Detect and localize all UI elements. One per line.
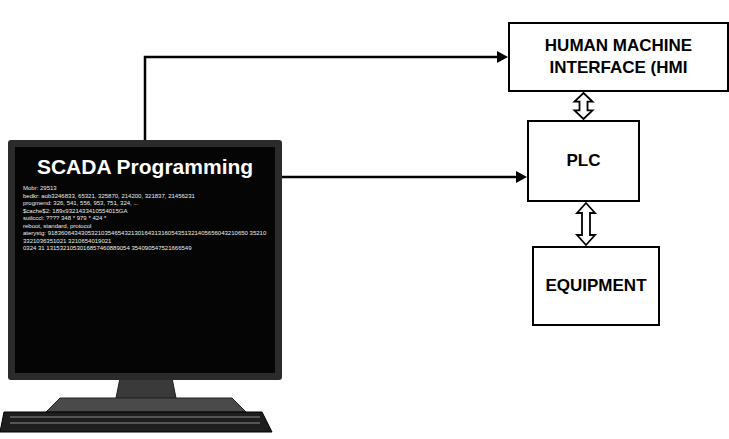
monitor-base bbox=[46, 398, 246, 412]
screen-code-line: 0324 31 1315321053016857460889054 354090… bbox=[23, 245, 267, 253]
screen-code-line: bedkr: aob3246833, 65321, 325870, 214200… bbox=[23, 193, 267, 201]
keyboard-keys bbox=[10, 422, 260, 424]
hmi-box: HUMAN MACHINE INTERFACE (HMI bbox=[508, 22, 729, 92]
connector bbox=[282, 171, 527, 183]
screen-code-line: Mobr: 29513 bbox=[23, 185, 267, 193]
keyboard bbox=[0, 412, 272, 432]
connector bbox=[575, 93, 593, 119]
arrowhead bbox=[497, 51, 508, 63]
connector-line bbox=[282, 176, 518, 179]
monitor-neck bbox=[116, 378, 176, 398]
arrowhead bbox=[516, 171, 527, 183]
keyboard-keys bbox=[10, 416, 260, 418]
screen-code-line: reboot, standard, protocol bbox=[23, 223, 267, 231]
screen-title: SCADA Programming bbox=[23, 155, 267, 179]
connector bbox=[577, 203, 595, 245]
double-block-arrow bbox=[575, 93, 593, 119]
screen-code-line: $cache$2: 189x9321433410554015GA bbox=[23, 208, 267, 216]
box-label: HUMAN MACHINE INTERFACE (HMI bbox=[518, 35, 719, 79]
screen-code-line: progmend: 326, 541, 556, 953, 751, 324, … bbox=[23, 200, 267, 208]
box-label: PLC bbox=[567, 150, 601, 172]
screen-code-line: aterystg: 918360643430532103546543213016… bbox=[23, 230, 267, 245]
connector bbox=[145, 51, 508, 140]
computer-monitor: SCADA ProgrammingMobr: 29513bedkr: aob32… bbox=[8, 140, 282, 380]
plc-box: PLC bbox=[527, 120, 640, 202]
connector-line bbox=[145, 57, 499, 140]
equipment-box: EQUIPMENT bbox=[532, 246, 660, 326]
double-block-arrow bbox=[577, 203, 595, 245]
screen-code-line: sutlcccl: ???? 348 * 979 * 424 * bbox=[23, 215, 267, 223]
box-label: EQUIPMENT bbox=[545, 275, 646, 297]
